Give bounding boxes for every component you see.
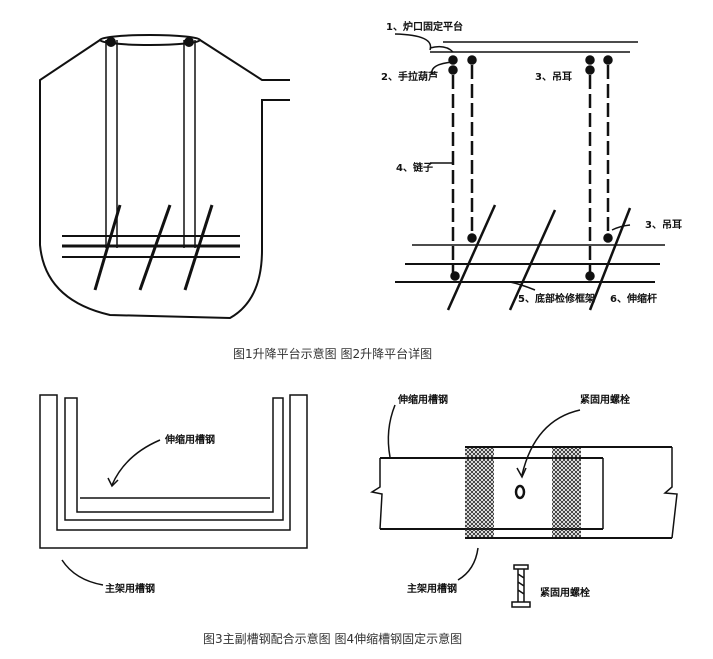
label-telescopic-rod: 6、伸缩杆 [610, 292, 657, 305]
figure4-telescopic-fixing [370, 404, 678, 608]
label-fixing-bolt: 紧固用螺栓 [580, 393, 630, 406]
figure2-platform-detail [394, 33, 665, 311]
figure4-labels: 伸缩用槽钢 紧固用螺栓 主架用槽钢 紧固用螺栓 [397, 393, 630, 599]
figure2-labels: 1、炉口固定平台 2、手拉葫芦 3、吊耳 4、链子 3、吊耳 5、底部检修框架 … [381, 20, 682, 305]
label-lifting-lug-bottom: 3、吊耳 [645, 219, 682, 231]
label-chain: 4、链子 [396, 161, 433, 174]
label-lifting-lug-top: 3、吊耳 [535, 71, 572, 83]
label-telescopic-channel: 伸缩用槽钢 [164, 433, 215, 446]
caption-bottom: 图3主副槽钢配合示意图 图4伸缩槽钢固定示意图 [203, 632, 463, 646]
label-main-channel: 主架用槽钢 [105, 582, 155, 595]
figure1-lifting-platform [39, 34, 290, 320]
figure3-channel-fit [39, 394, 308, 586]
label-telescopic-channel-4: 伸缩用槽钢 [397, 393, 448, 406]
figure3-labels: 伸缩用槽钢 主架用槽钢 [105, 433, 215, 595]
label-furnace-platform: 1、炉口固定平台 [386, 20, 463, 33]
caption-top: 图1升降平台示意图 图2升降平台详图 [233, 347, 433, 361]
label-bottom-frame: 5、底部检修框架 [518, 292, 595, 305]
label-fixing-bolt-2: 紧固用螺栓 [540, 586, 590, 599]
label-chain-hoist: 2、手拉葫芦 [381, 70, 438, 83]
label-main-channel-4: 主架用槽钢 [407, 582, 457, 595]
